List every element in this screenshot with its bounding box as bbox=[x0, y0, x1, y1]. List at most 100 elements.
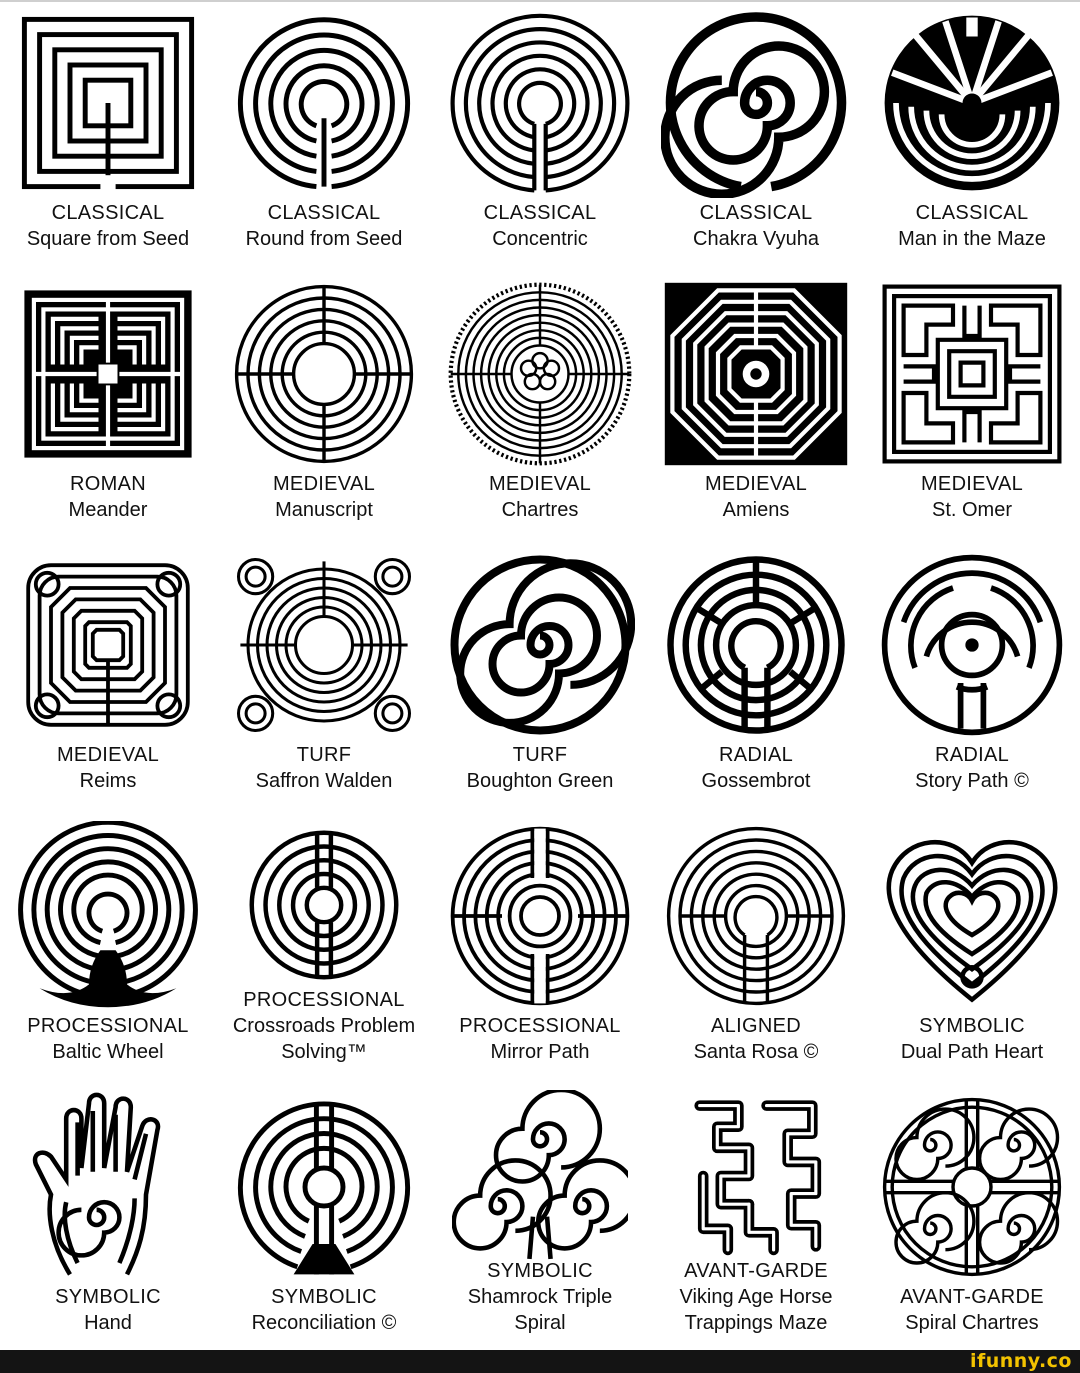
maze-card: AVANT-GARDE Spiral Chartres bbox=[864, 1084, 1080, 1355]
maze-card: PROCESSIONAL Crossroads Problem Solving™ bbox=[216, 813, 432, 1084]
maze-card: CLASSICAL Concentric bbox=[432, 0, 648, 271]
mirror-path-maze-icon bbox=[450, 826, 630, 1006]
amiens-octagon-maze-icon bbox=[664, 282, 848, 466]
maze-card: MEDIEVAL Chartres bbox=[432, 271, 648, 542]
maze-type: ALIGNED bbox=[711, 1015, 801, 1037]
maze-card: PROCESSIONAL Baltic Wheel bbox=[0, 813, 216, 1084]
maze-name: Chakra Vyuha bbox=[693, 228, 819, 250]
concentric-maze-icon bbox=[450, 13, 630, 193]
saffron-walden-maze-icon bbox=[236, 557, 412, 733]
maze-type: TURF bbox=[296, 744, 352, 766]
maze-name: Manuscript bbox=[275, 499, 373, 521]
santa-rosa-maze-icon bbox=[666, 826, 846, 1006]
maze-name: Reims bbox=[79, 770, 137, 792]
maze-card: MEDIEVAL Manuscript bbox=[216, 271, 432, 542]
maze-card: ALIGNED Santa Rosa © bbox=[648, 813, 864, 1084]
maze-caption: CLASSICAL Man in the Maze bbox=[864, 200, 1080, 252]
maze-caption: MEDIEVAL St. Omer bbox=[864, 471, 1080, 523]
maze-caption: TURF Boughton Green bbox=[432, 742, 648, 794]
maze-caption: AVANT-GARDE Spiral Chartres bbox=[864, 1284, 1080, 1336]
maze-name: Gossembrot bbox=[701, 770, 811, 792]
maze-type: CLASSICAL bbox=[267, 202, 381, 224]
maze-caption: SYMBOLIC Reconciliation © bbox=[216, 1284, 432, 1336]
st-omer-maze-icon bbox=[882, 284, 1062, 464]
maze-card: MEDIEVAL Reims bbox=[0, 542, 216, 813]
maze-caption: SYMBOLIC Hand bbox=[0, 1284, 216, 1336]
maze-caption: AVANT-GARDE Viking Age Horse Trappings M… bbox=[648, 1258, 864, 1336]
maze-caption: SYMBOLIC Dual Path Heart bbox=[864, 1013, 1080, 1065]
manuscript-maze-icon bbox=[234, 284, 414, 464]
maze-type: PROCESSIONAL bbox=[459, 1015, 621, 1037]
maze-name: Shamrock Triple Spiral bbox=[467, 1286, 613, 1334]
hand-maze-icon bbox=[32, 1092, 161, 1276]
maze-card: SYMBOLIC Reconciliation © bbox=[216, 1084, 432, 1355]
crossroads-maze-icon bbox=[249, 830, 399, 980]
maze-card: SYMBOLIC Shamrock Triple Spiral bbox=[432, 1084, 648, 1355]
maze-caption: MEDIEVAL Reims bbox=[0, 742, 216, 794]
maze-type: PROCESSIONAL bbox=[27, 1015, 189, 1037]
maze-name: Spiral Chartres bbox=[905, 1312, 1039, 1334]
maze-type: RADIAL bbox=[718, 744, 794, 766]
maze-type: SYMBOLIC bbox=[55, 1286, 161, 1308]
maze-card: RADIAL Story Path © bbox=[864, 542, 1080, 813]
maze-name: Meander bbox=[68, 499, 148, 521]
chakra-spiral-maze-icon bbox=[661, 12, 847, 198]
maze-type: PROCESSIONAL bbox=[243, 989, 405, 1011]
square-maze-icon bbox=[21, 16, 195, 191]
maze-name: Mirror Path bbox=[490, 1041, 590, 1063]
maze-name: Reconciliation © bbox=[251, 1312, 397, 1334]
maze-caption: TURF Saffron Walden bbox=[216, 742, 432, 794]
maze-caption: RADIAL Gossembrot bbox=[648, 742, 864, 794]
maze-name: Story Path © bbox=[915, 770, 1029, 792]
maze-type: RADIAL bbox=[934, 744, 1010, 766]
maze-caption: MEDIEVAL Chartres bbox=[432, 471, 648, 523]
maze-caption: SYMBOLIC Shamrock Triple Spiral bbox=[432, 1258, 648, 1336]
man-in-maze-icon bbox=[884, 15, 1060, 191]
maze-type: SYMBOLIC bbox=[919, 1015, 1025, 1037]
baltic-wheel-maze-icon bbox=[18, 821, 198, 1008]
maze-card: TURF Saffron Walden bbox=[216, 542, 432, 813]
maze-type: CLASSICAL bbox=[699, 202, 813, 224]
maze-name: Hand bbox=[84, 1312, 132, 1334]
maze-card: CLASSICAL Chakra Vyuha bbox=[648, 0, 864, 271]
gossembrot-maze-icon bbox=[667, 556, 845, 734]
maze-caption: RADIAL Story Path © bbox=[864, 742, 1080, 794]
maze-name: Dual Path Heart bbox=[900, 1041, 1044, 1063]
maze-name: Crossroads Problem Solving™ bbox=[232, 1015, 416, 1063]
maze-type: AVANT-GARDE bbox=[900, 1286, 1044, 1308]
maze-card: CLASSICAL Man in the Maze bbox=[864, 0, 1080, 271]
maze-caption: PROCESSIONAL Mirror Path bbox=[432, 1013, 648, 1065]
maze-caption: PROCESSIONAL Baltic Wheel bbox=[0, 1013, 216, 1065]
maze-type: MEDIEVAL bbox=[272, 473, 376, 495]
chartres-maze-icon bbox=[448, 282, 632, 466]
maze-name: Square from Seed bbox=[26, 228, 190, 250]
maze-caption: MEDIEVAL Manuscript bbox=[216, 471, 432, 523]
maze-caption: ROMAN Meander bbox=[0, 471, 216, 523]
maze-type: SYMBOLIC bbox=[271, 1286, 377, 1308]
maze-type: AVANT-GARDE bbox=[684, 1260, 828, 1282]
maze-caption: MEDIEVAL Amiens bbox=[648, 471, 864, 523]
maze-type: CLASSICAL bbox=[483, 202, 597, 224]
maze-card: RADIAL Gossembrot bbox=[648, 542, 864, 813]
maze-type: MEDIEVAL bbox=[488, 473, 592, 495]
maze-card: CLASSICAL Round from Seed bbox=[216, 0, 432, 271]
reims-maze-icon bbox=[26, 563, 190, 727]
maze-type: SYMBOLIC bbox=[487, 1260, 593, 1282]
maze-type: MEDIEVAL bbox=[920, 473, 1024, 495]
maze-name: Saffron Walden bbox=[255, 770, 393, 792]
maze-card: SYMBOLIC Dual Path Heart bbox=[864, 813, 1080, 1084]
maze-card: PROCESSIONAL Mirror Path bbox=[432, 813, 648, 1084]
viking-maze-icon bbox=[694, 1100, 822, 1256]
maze-card: CLASSICAL Square from Seed bbox=[0, 0, 216, 271]
shamrock-maze-icon bbox=[452, 1090, 628, 1260]
maze-type: CLASSICAL bbox=[51, 202, 165, 224]
maze-card: MEDIEVAL St. Omer bbox=[864, 271, 1080, 542]
maze-name: Santa Rosa © bbox=[693, 1041, 819, 1063]
ifunny-logo[interactable]: ifunny.co bbox=[969, 1350, 1072, 1372]
maze-name: St. Omer bbox=[931, 499, 1012, 521]
story-path-maze-icon bbox=[881, 554, 1063, 736]
maze-type: TURF bbox=[512, 744, 568, 766]
maze-type: ROMAN bbox=[70, 473, 146, 495]
round-seed-maze-icon bbox=[237, 17, 411, 190]
maze-type: CLASSICAL bbox=[915, 202, 1029, 224]
